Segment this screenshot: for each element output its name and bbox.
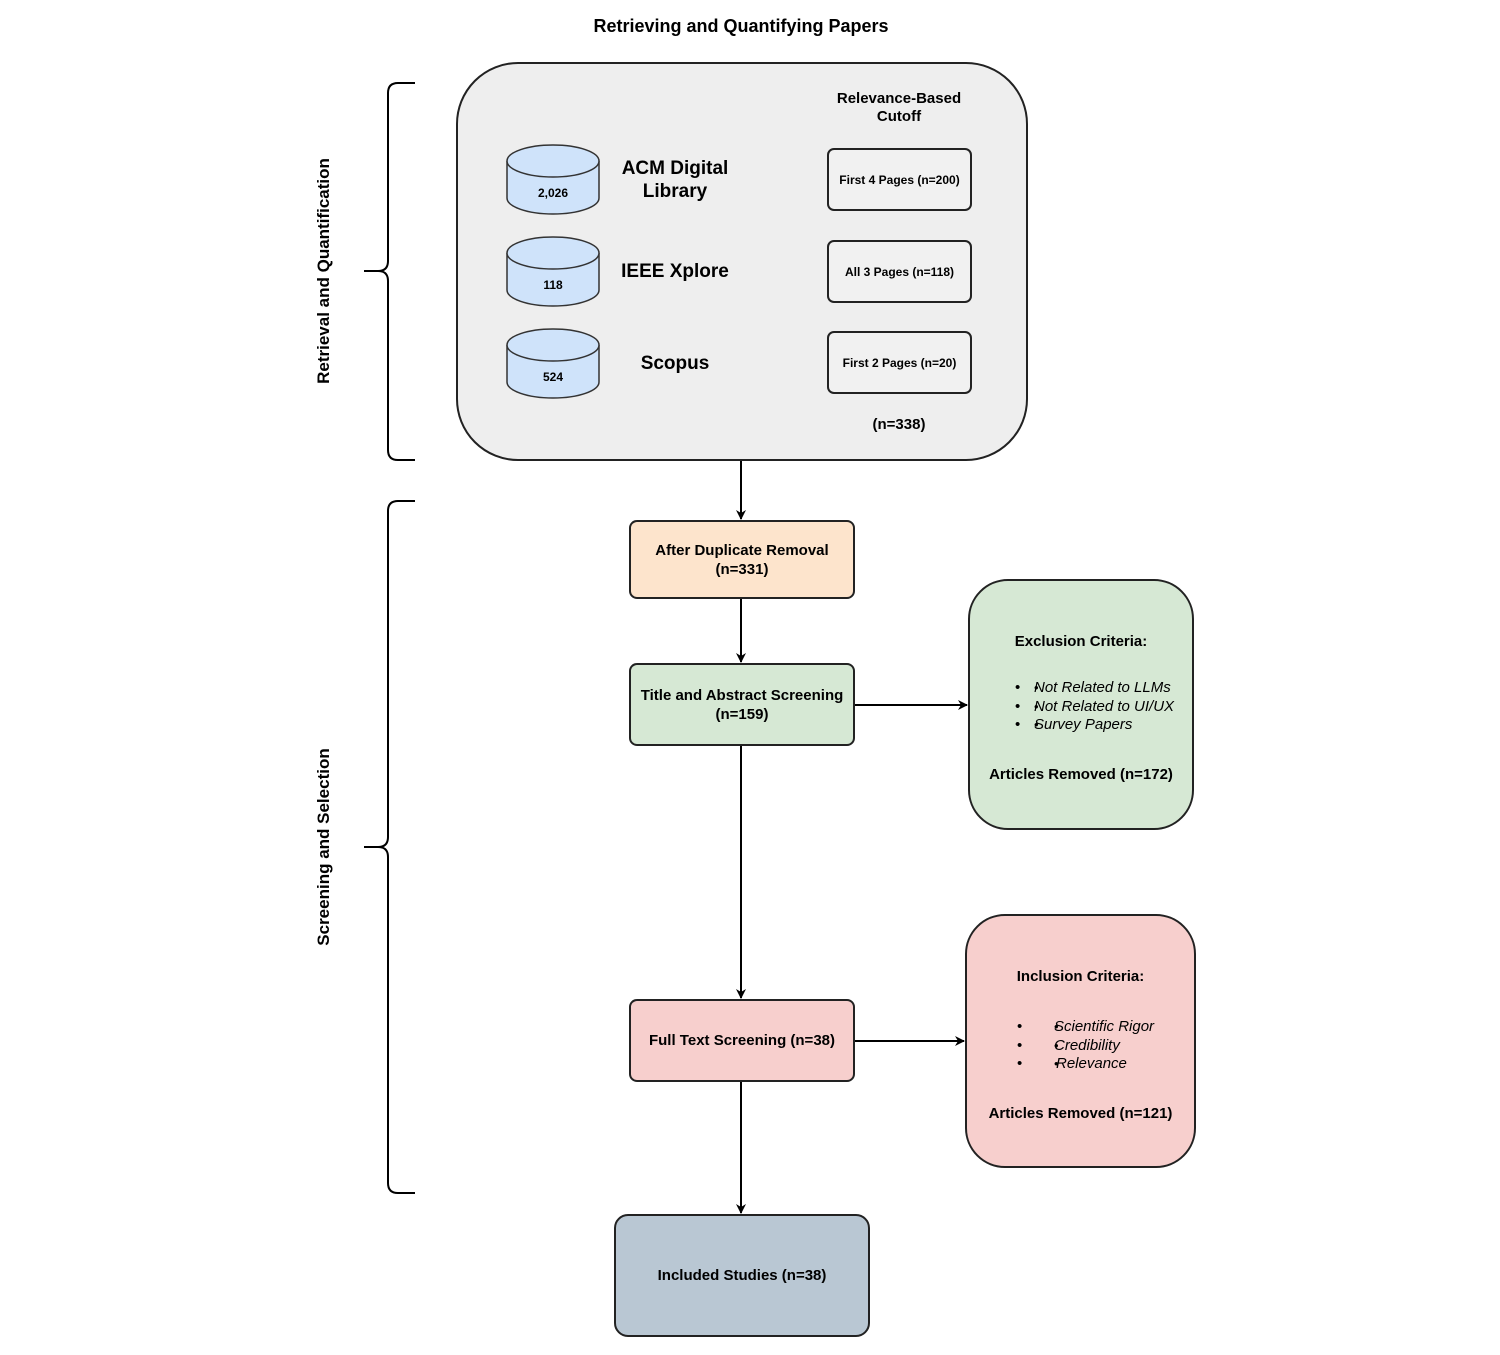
cutoff-box-scopus: First 2 Pages (n=20): [827, 331, 972, 394]
step-full-text-label: Full Text Screening (n=38): [648, 1032, 835, 1049]
inclusion-list: •Scientific Rigor •Credibility •Relevanc…: [1017, 1018, 1154, 1074]
brace-retrieval: [364, 82, 415, 461]
database-name-scopus: Scopus: [640, 353, 710, 374]
cutoff-header: Relevance-Based Cutoff: [836, 90, 962, 125]
brace-screening: [364, 500, 415, 1194]
inclusion-header: Inclusion Criteria:: [1016, 968, 1145, 985]
database-count-ieee: 118: [543, 278, 563, 292]
exclusion-item: •Not Related to UI/UX: [1015, 698, 1174, 717]
exclusion-criteria-box: Exclusion Criteria: •Not Related to LLMs…: [968, 579, 1194, 830]
step-duplicate-removal-label: After Duplicate Removal (n=331): [655, 541, 829, 578]
exclusion-item: •Survey Papers: [1015, 716, 1174, 735]
database-count-acm: 2,026: [537, 186, 569, 200]
database-cylinder-scopus: [506, 328, 600, 399]
inclusion-criteria-box: Inclusion Criteria: •Scientific Rigor •C…: [965, 914, 1196, 1168]
step-included-studies: Included Studies (n=38): [614, 1214, 870, 1337]
step-duplicate-removal: After Duplicate Removal (n=331): [629, 520, 855, 599]
step-full-text-screening: Full Text Screening (n=38): [629, 999, 855, 1082]
inclusion-item: •Relevance: [1017, 1055, 1154, 1074]
database-name-acm: ACM Digital Library: [621, 158, 729, 202]
database-cylinder-acm: [506, 144, 600, 215]
exclusion-item: •Not Related to LLMs: [1015, 679, 1174, 698]
database-count-scopus: 524: [542, 370, 564, 384]
diagram-title: Retrieving and Quantifying Papers: [593, 16, 889, 36]
cutoff-box-acm: First 4 Pages (n=200): [827, 148, 972, 211]
exclusion-removed: Articles Removed (n=172): [989, 765, 1173, 783]
exclusion-header: Exclusion Criteria:: [1014, 633, 1148, 650]
inclusion-item: •Scientific Rigor: [1017, 1018, 1154, 1037]
database-name-ieee: IEEE Xplore: [621, 261, 729, 282]
step-included-label: Included Studies (n=38): [657, 1267, 827, 1284]
inclusion-item: •Credibility: [1017, 1037, 1154, 1056]
inclusion-removed: Articles Removed (n=121): [988, 1104, 1173, 1122]
cutoff-box-ieee: All 3 Pages (n=118): [827, 240, 972, 303]
cutoff-total: (n=338): [872, 416, 926, 433]
exclusion-list: •Not Related to LLMs •Not Related to UI/…: [1015, 679, 1174, 735]
database-cylinder-ieee: [506, 236, 600, 307]
step-title-abstract-screening: Title and Abstract Screening (n=159): [629, 663, 855, 746]
step-title-abstract-label: Title and Abstract Screening (n=159): [640, 686, 844, 723]
